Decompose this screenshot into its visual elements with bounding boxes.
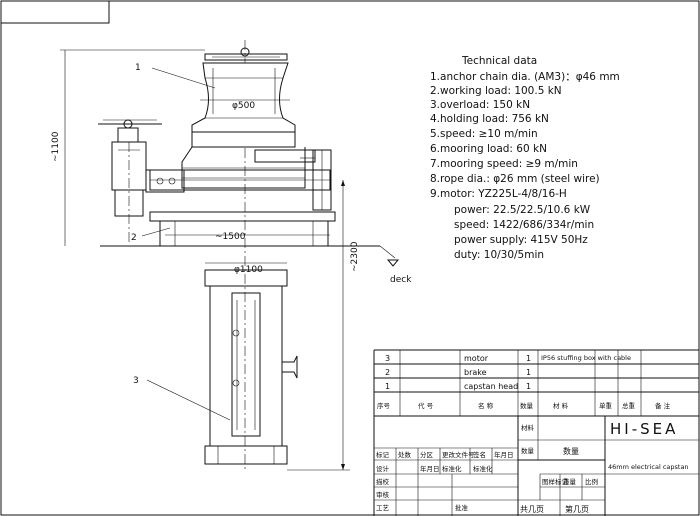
tb-qty-label: 数量 [521, 446, 535, 455]
tb-approve: 批准 [455, 503, 469, 512]
tb-qty-big: 数量 [563, 446, 579, 456]
dim-1100: ~1100 [51, 131, 61, 162]
leader-3 [146, 379, 231, 421]
head-base [191, 131, 296, 148]
tb-design: 设计 [376, 464, 390, 473]
hdr-remark: 备 注 [655, 401, 671, 410]
tb-weight: 重量 [563, 478, 577, 486]
part-1-no: 1 [385, 382, 390, 391]
dim-1500: ~1500 [215, 232, 246, 242]
deck-label: deck [390, 275, 412, 285]
tb-zone: 分区 [420, 450, 434, 459]
tech-item-1: 1.anchor chain dia. (AM3)：φ46 mm [430, 71, 620, 83]
capstan-head [191, 62, 296, 133]
motor-supply: power supply: 415V 50Hz [454, 234, 588, 246]
part-2-name: brake [464, 368, 487, 377]
tb-review: 审核 [376, 490, 390, 499]
tb-scale: 比例 [585, 477, 598, 486]
tb-drawing-mark: 图样标记 [542, 477, 569, 486]
callout-3: 3 [133, 376, 139, 386]
motor-speed: speed: 1422/686/334r/min [454, 219, 594, 231]
dim-500: φ500 [232, 101, 255, 111]
top-handwheel [204, 53, 288, 61]
motor-end-flange [204, 445, 288, 465]
tech-item-6: 6.mooring load: 60 kN [430, 143, 547, 155]
title-block: 标记 处数 分区 更改文件号 签名 年月日 设计 年月日 标准化 标准化 描校 … [374, 416, 699, 516]
capstan-assembly: 1 2 3 φ500 ~1100 ~1500 φ1100 ~2300 deck [51, 40, 412, 471]
leader-2 [141, 227, 171, 237]
drawing-title: 46mm electrical capstan [608, 463, 689, 471]
tech-item-9: 9.motor: YZ225L-4/8/16-H [430, 188, 567, 200]
dim-1100-dia: φ1100 [234, 265, 263, 275]
brand-name: HI-SEA [610, 420, 678, 438]
cable-gland [282, 355, 298, 379]
technical-heading: Technical data [461, 55, 537, 67]
tech-item-3: 3.overload: 150 kN [430, 99, 530, 111]
part-2-no: 2 [385, 368, 390, 377]
hdr-name: 名 称 [478, 401, 494, 410]
callout-1: 1 [135, 63, 141, 73]
hdr-unit-wt: 单重 [599, 401, 613, 410]
motor-power: power: 22.5/22.5/10.6 kW [454, 204, 591, 216]
tb-page-no: 第几页 [565, 504, 589, 514]
tb-standard-2: 标准化 [473, 464, 493, 473]
tb-standard: 标准化 [442, 464, 462, 473]
hdr-qty: 数量 [520, 401, 534, 410]
part-3-name: motor [464, 354, 489, 363]
hdr-material: 材 料 [553, 401, 569, 410]
part-3-no: 3 [385, 354, 390, 363]
dim-2300: ~2300 [350, 241, 360, 272]
part-1-qty: 1 [526, 382, 531, 391]
tech-item-5: 5.speed: ≥10 m/min [430, 128, 538, 140]
corner-box [0, 0, 110, 24]
part-2-qty: 1 [526, 368, 531, 377]
tb-mark: 标记 [376, 450, 390, 459]
tech-item-2: 2.working load: 100.5 kN [430, 85, 562, 97]
base-plate [149, 211, 336, 222]
tb-count: 处数 [398, 450, 412, 459]
tb-design-date: 年月日 [420, 464, 440, 473]
part-3-note: IP56 stuffing box with cable [541, 354, 631, 362]
tb-total-pages: 共几页 [520, 505, 544, 514]
motor-duty: duty: 10/30/5min [454, 249, 544, 261]
tb-material-label: 材料 [521, 423, 535, 432]
tb-sign: 签名 [473, 450, 486, 459]
tech-item-4: 4.holding load: 756 kN [430, 113, 549, 125]
leader-1 [151, 67, 216, 89]
tech-item-8: 8.rope dia.: φ26 mm (steel wire) [430, 173, 600, 185]
tb-change-doc: 更改文件号 [442, 450, 475, 459]
part-1-name: capstan head [464, 382, 518, 391]
hdr-code: 代 号 [418, 401, 434, 410]
hdr-no: 序号 [377, 401, 391, 410]
technical-data: Technical data 1.anchor chain dia. (AM3)… [430, 55, 620, 261]
tb-trace: 描校 [376, 477, 390, 486]
tb-date: 年月日 [494, 450, 514, 459]
tech-item-7: 7.mooring speed: ≥9 m/min [430, 158, 578, 170]
callout-2: 2 [131, 233, 137, 243]
part-3-qty: 1 [526, 354, 531, 363]
parts-list: 3 motor 1 IP56 stuffing box with cable 2… [373, 349, 699, 516]
tb-process: 工艺 [376, 504, 390, 512]
hdr-total-wt: 总重 [622, 401, 636, 410]
motor-housing [209, 285, 283, 447]
